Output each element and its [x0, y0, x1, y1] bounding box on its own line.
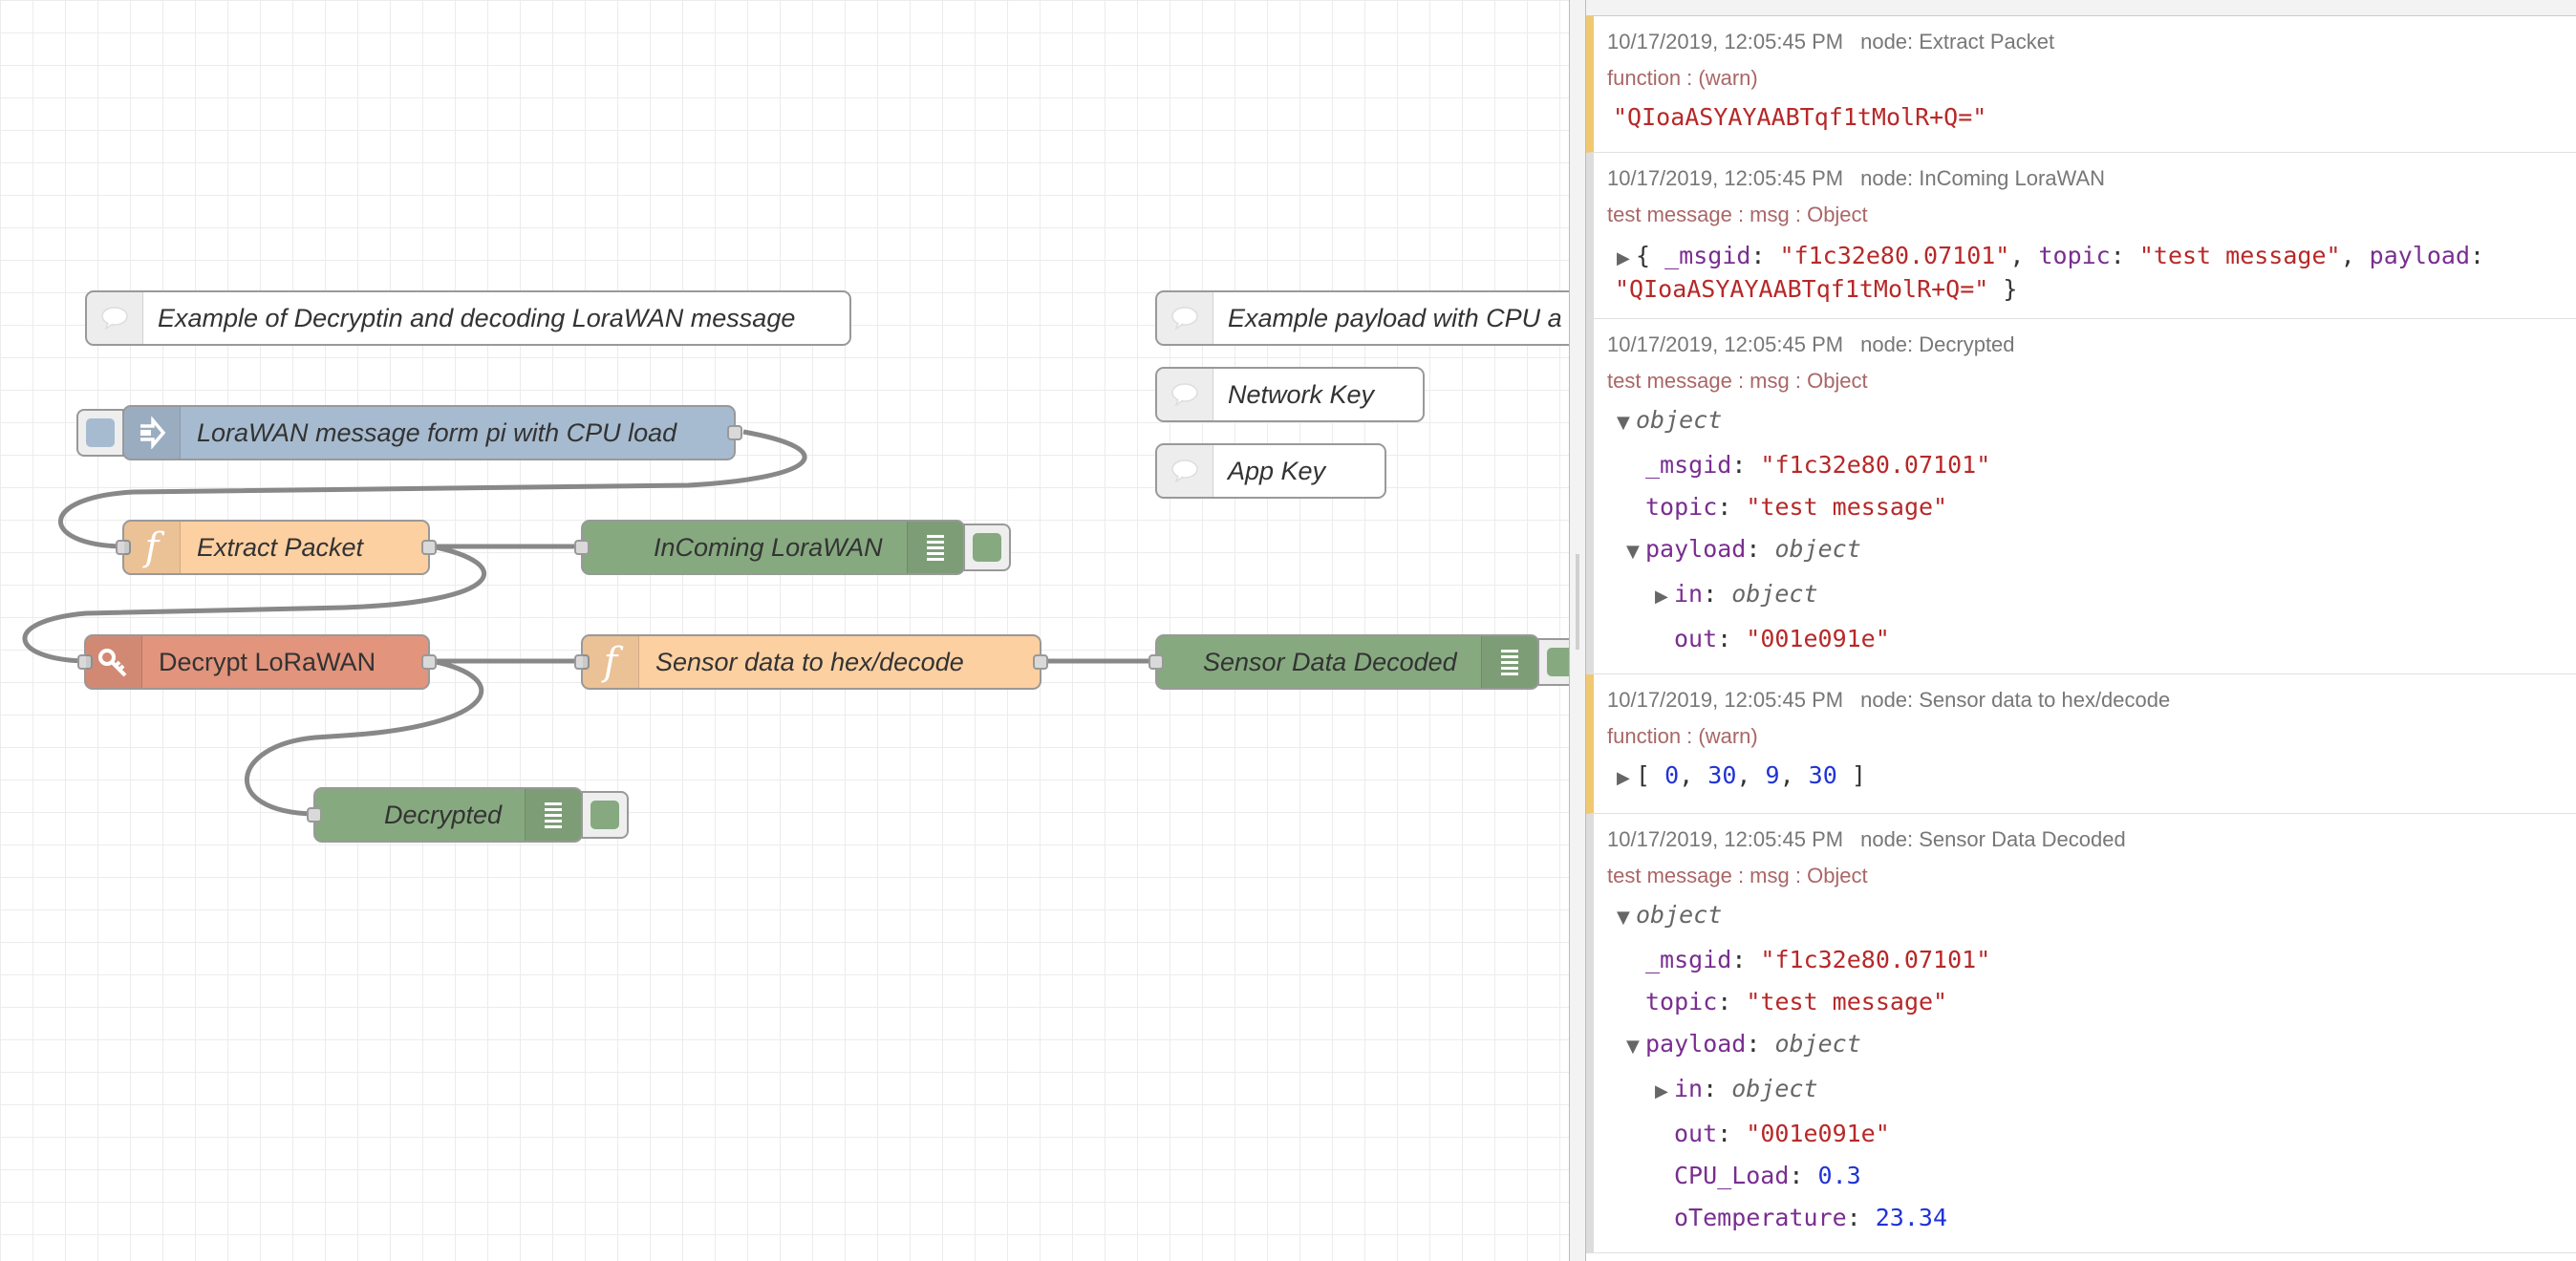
function-icon: f: [124, 522, 181, 573]
collapse-triangle-icon[interactable]: ▼: [1617, 908, 1630, 928]
in-property-row[interactable]: ▶in: object: [1607, 573, 2576, 618]
output-port[interactable]: [727, 425, 742, 440]
input-port[interactable]: [574, 654, 590, 670]
debug-list-icon: [525, 789, 581, 841]
property-row: out: "001e091e": [1674, 1120, 1890, 1147]
input-port[interactable]: [574, 540, 590, 555]
comment-node-main[interactable]: Example of Decryptin and decoding LoraWA…: [85, 290, 851, 346]
debug-message-extract-packet[interactable]: 10/17/2019, 12:05:45 PM node: Extract Pac…: [1586, 16, 2576, 153]
object-root[interactable]: ▼object: [1607, 894, 2576, 939]
inject-trigger-button[interactable]: [76, 409, 124, 457]
message-node-link[interactable]: node: Sensor data to hex/decode: [1860, 688, 2171, 712]
debug-toggle-button[interactable]: [1537, 638, 1569, 686]
expand-triangle-icon[interactable]: ▶: [1617, 768, 1630, 788]
input-port[interactable]: [1148, 654, 1164, 670]
decrypt-lorawan-node[interactable]: Decrypt LoRaWAN: [77, 634, 437, 690]
extract-packet-node[interactable]: f Extract Packet: [116, 520, 437, 575]
expand-triangle-icon[interactable]: ▶: [1655, 1081, 1668, 1101]
collapse-triangle-icon[interactable]: ▼: [1626, 542, 1640, 562]
decrypted-debug-node[interactable]: Decrypted: [307, 787, 629, 843]
inject-arrow-icon: [124, 407, 181, 459]
property-row: _msgid: "f1c32e80.07101": [1645, 946, 1991, 973]
message-node-link[interactable]: node: InComing LoraWAN: [1860, 166, 2106, 190]
debug-toolbar: [1586, 0, 2576, 16]
sensor-data-function-node[interactable]: f Sensor data to hex/decode: [574, 634, 1048, 690]
property-row: topic: "test message": [1645, 493, 1948, 521]
object-summary[interactable]: ▶{ _msgid: "f1c32e80.07101", topic: "tes…: [1607, 233, 2576, 305]
expand-triangle-icon[interactable]: ▶: [1655, 587, 1668, 607]
function-icon: f: [583, 636, 639, 688]
message-topic: test message : msg : Object: [1607, 864, 1868, 887]
message-node-link[interactable]: node: Decrypted: [1860, 332, 2015, 356]
property-row: _msgid: "f1c32e80.07101": [1645, 451, 1991, 479]
extract-packet-label: Extract Packet: [197, 532, 364, 562]
sensor-data-function-label: Sensor data to hex/decode: [655, 647, 964, 676]
incoming-lorawan-debug-node[interactable]: InComing LoraWAN: [574, 520, 1011, 575]
message-node-link[interactable]: node: Sensor Data Decoded: [1860, 827, 2126, 851]
debug-message-incoming-lorawan[interactable]: 10/17/2019, 12:05:45 PM node: InComing Lo…: [1586, 153, 2576, 319]
key-icon: [86, 636, 142, 688]
debug-list-icon: [1481, 636, 1537, 688]
message-timestamp: 10/17/2019, 12:05:45 PM: [1607, 30, 1844, 53]
object-root[interactable]: ▼object: [1607, 399, 2576, 444]
output-port[interactable]: [1033, 654, 1048, 670]
payload-property-row[interactable]: ▼payload: object: [1607, 1023, 2576, 1068]
incoming-lorawan-label: InComing LoraWAN: [654, 532, 883, 562]
input-port[interactable]: [116, 540, 131, 555]
input-port[interactable]: [77, 654, 93, 670]
comment-label: Example payload with CPU a: [1228, 303, 1562, 332]
array-summary[interactable]: ▶[ 0, 30, 9, 30 ]: [1607, 755, 2576, 800]
debug-sidebar: 10/17/2019, 12:05:45 PM node: Extract Pac…: [1586, 0, 2576, 1261]
input-port[interactable]: [307, 807, 322, 823]
message-timestamp: 10/17/2019, 12:05:45 PM: [1607, 688, 1844, 712]
debug-message-sensor-function[interactable]: 10/17/2019, 12:05:45 PM node: Sensor data…: [1586, 674, 2576, 814]
expand-triangle-icon[interactable]: ▶: [1617, 248, 1630, 268]
payload-property-row[interactable]: ▼payload: object: [1607, 528, 2576, 573]
message-topic: function : (warn): [1607, 66, 1758, 90]
output-port[interactable]: [421, 540, 437, 555]
property-row: oTemperature: 23.34: [1674, 1204, 1947, 1231]
collapse-triangle-icon[interactable]: ▼: [1626, 1037, 1640, 1057]
comment-icon: [87, 292, 143, 344]
message-timestamp: 10/17/2019, 12:05:45 PM: [1607, 827, 1844, 851]
debug-toggle-button[interactable]: [963, 524, 1011, 571]
comment-icon: [1157, 292, 1213, 344]
property-row: CPU_Load: 0.3: [1674, 1162, 1861, 1189]
message-timestamp: 10/17/2019, 12:05:45 PM: [1607, 166, 1844, 190]
debug-message-decrypted[interactable]: 10/17/2019, 12:05:45 PM node: Decrypted t…: [1586, 319, 2576, 674]
message-topic: test message : msg : Object: [1607, 369, 1868, 393]
message-topic: function : (warn): [1607, 724, 1758, 748]
comment-node-payload-example[interactable]: Example payload with CPU a: [1155, 290, 1569, 346]
inject-node[interactable]: LoraWAN message form pi with CPU load: [76, 405, 742, 460]
decrypted-label: Decrypted: [384, 800, 503, 829]
in-property-row[interactable]: ▶in: object: [1607, 1068, 2576, 1113]
property-row: out: "001e091e": [1674, 625, 1890, 652]
comment-node-network-key[interactable]: Network Key: [1155, 367, 1425, 422]
comment-label: Network Key: [1228, 379, 1375, 409]
debug-toggle-button[interactable]: [581, 791, 629, 839]
flow-workspace[interactable]: Example of Decryptin and decoding LoraWA…: [0, 0, 1569, 1261]
panel-resize-divider[interactable]: [1569, 0, 1586, 1261]
comment-label: App Key: [1228, 456, 1326, 485]
message-topic: test message : msg : Object: [1607, 203, 1868, 226]
comment-icon: [1157, 369, 1213, 420]
comment-label: Example of Decryptin and decoding LoraWA…: [158, 303, 796, 332]
decrypt-lorawan-label: Decrypt LoRaWAN: [159, 647, 376, 676]
inject-node-label: LoraWAN message form pi with CPU load: [197, 417, 677, 447]
collapse-triangle-icon[interactable]: ▼: [1617, 413, 1630, 433]
comment-node-app-key[interactable]: App Key: [1155, 443, 1386, 499]
message-node-link[interactable]: node: Extract Packet: [1860, 30, 2055, 53]
debug-message-sensor-data-decoded[interactable]: 10/17/2019, 12:05:45 PM node: Sensor Data…: [1586, 814, 2576, 1253]
flow-wires: [22, 429, 1156, 817]
message-timestamp: 10/17/2019, 12:05:45 PM: [1607, 332, 1844, 356]
comment-icon: [1157, 445, 1213, 497]
property-row: topic: "test message": [1645, 988, 1948, 1015]
output-port[interactable]: [421, 654, 437, 670]
sensor-data-decoded-label: Sensor Data Decoded: [1203, 647, 1457, 676]
debug-list-icon: [907, 522, 963, 573]
string-value[interactable]: "QIoaASYAYAABTqf1tMolR+Q=": [1613, 103, 1987, 131]
sensor-data-decoded-debug-node[interactable]: Sensor Data Decoded: [1148, 634, 1569, 690]
divider-grip[interactable]: [1576, 554, 1579, 650]
